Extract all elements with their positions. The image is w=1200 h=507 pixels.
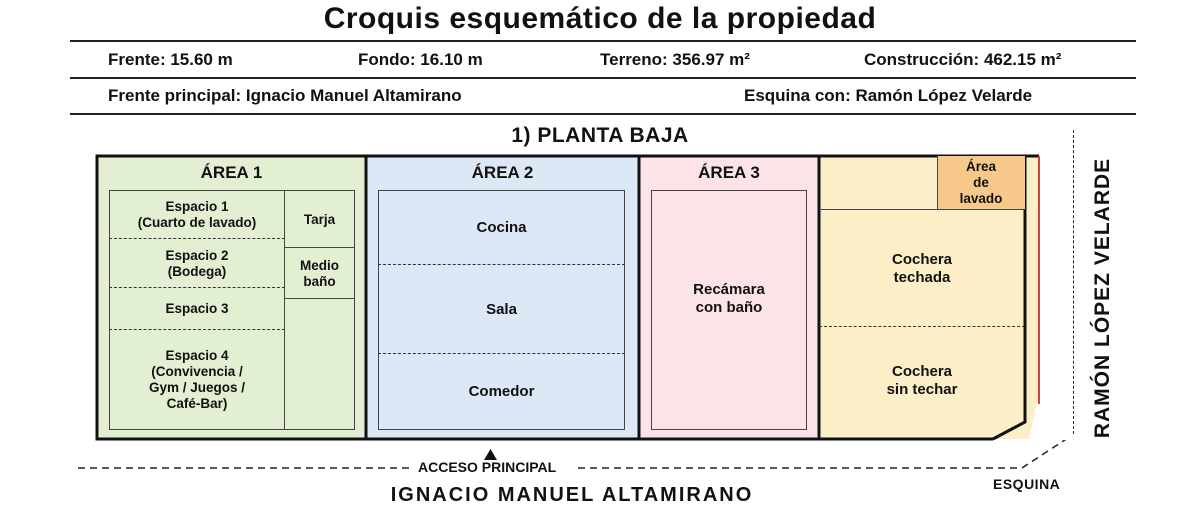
- cocina-label: Cocina: [476, 219, 527, 236]
- area-lavado-box: [937, 156, 1025, 210]
- cochera-sin-techar-label: Cochera sin techar: [886, 363, 958, 398]
- acceso-principal-label: ACCESO PRINCIPAL: [418, 459, 557, 475]
- area1-title: ÁREA 1: [200, 163, 263, 182]
- frente-value: Frente: 15.60 m: [108, 50, 233, 69]
- divider: [70, 113, 1136, 115]
- dashed-divider: [109, 329, 285, 330]
- comedor-label: Comedor: [468, 382, 535, 400]
- divider: [70, 77, 1136, 79]
- page-title: Croquis esquemático de la propiedad: [323, 2, 877, 35]
- recamara-label: Recámara con baño: [693, 281, 765, 316]
- dashed-divider: [109, 287, 285, 288]
- acceso-arrow-icon: [484, 449, 497, 460]
- street-line-corner: [1021, 440, 1067, 469]
- dashed-divider: [378, 264, 625, 265]
- divider: [70, 40, 1136, 42]
- cochera-techada-label: Cochera techada: [891, 251, 953, 286]
- frente-principal: Frente principal: Ignacio Manuel Altamir…: [108, 86, 462, 105]
- sala-label: Sala: [486, 300, 517, 318]
- street-lines: [78, 440, 1067, 469]
- garage-top-box: [819, 156, 1025, 210]
- dashed-divider: [109, 238, 285, 239]
- side-street-line: [1073, 130, 1074, 434]
- tarja-label: Tarja: [303, 211, 336, 227]
- espacio-2-label: Espacio 2 (Bodega): [165, 247, 229, 279]
- floor-plan-walls: [95, 154, 1040, 441]
- esquina-label: ESQUINA: [993, 476, 1061, 492]
- area1-side-box: [284, 190, 355, 430]
- area3-box: [651, 190, 807, 430]
- area2-title: ÁREA 2: [471, 163, 534, 182]
- area2-fill: [366, 156, 639, 439]
- floor-plan-title: 1) PLANTA BAJA: [511, 124, 689, 147]
- dashed-divider: [378, 353, 625, 354]
- espacio-3-label: Espacio 3: [165, 301, 229, 316]
- area1-fill: [97, 156, 366, 439]
- floor-plan: ÁREA 1 Espacio 1 (Cuarto de lavado) Espa…: [95, 154, 1041, 441]
- outer-wall-corner: [992, 156, 1027, 441]
- outer-wall: [95, 154, 1039, 441]
- construccion-value: Construcción: 462.15 m²: [864, 50, 1062, 69]
- street-front-label: IGNACIO MANUEL ALTAMIRANO: [390, 484, 754, 506]
- esquina-con: Esquina con: Ramón López Velarde: [744, 86, 1033, 105]
- area3-title: ÁREA 3: [698, 163, 760, 182]
- garage-fill: [819, 156, 1039, 439]
- terreno-value: Terreno: 356.97 m²: [600, 50, 750, 69]
- medio-bano-label: Medio baño: [300, 258, 339, 289]
- street-side-label: RAMÓN LÓPEZ VELARDE: [1091, 157, 1114, 439]
- medio-bano-box: [284, 247, 355, 299]
- dashed-divider: [819, 326, 1025, 327]
- fondo-value: Fondo: 16.10 m: [358, 50, 483, 69]
- area-lavado-label: Área de lavado: [959, 159, 1003, 206]
- espacio-4-label: Espacio 4 (Convivencia / Gym / Juegos / …: [148, 347, 246, 411]
- area3-fill: [639, 156, 819, 439]
- area2-box: [378, 190, 625, 430]
- espacio-1-label: Espacio 1 (Cuarto de lavado): [137, 199, 257, 230]
